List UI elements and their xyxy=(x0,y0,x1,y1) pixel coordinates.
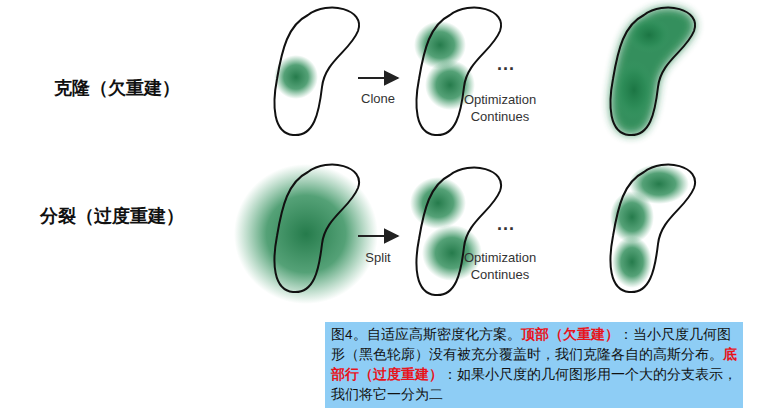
highlight-text: 顶部（欠重建） xyxy=(521,327,619,342)
caption-text: 图4。自适应高斯密度化方案。 xyxy=(331,327,521,342)
row-title: 克隆（欠重建） xyxy=(54,76,180,100)
arrow xyxy=(358,77,398,79)
arrow xyxy=(358,235,398,237)
step-label: Clone xyxy=(348,91,408,108)
step-label: Optimization Continues xyxy=(455,250,545,284)
ellipsis: ... xyxy=(497,54,547,75)
step-label: Split xyxy=(348,250,408,267)
caption-box: 图4。自适应高斯密度化方案。顶部（欠重建）：当小尺度几何图形（黑色轮廓）没有被充… xyxy=(325,322,743,408)
panel xyxy=(610,164,695,292)
ellipsis: ... xyxy=(497,214,547,235)
panel xyxy=(274,8,359,136)
step-label: Optimization Continues xyxy=(455,92,545,126)
row-title: 分裂（过度重建） xyxy=(40,204,184,228)
panel xyxy=(610,8,695,136)
panel xyxy=(234,164,378,304)
